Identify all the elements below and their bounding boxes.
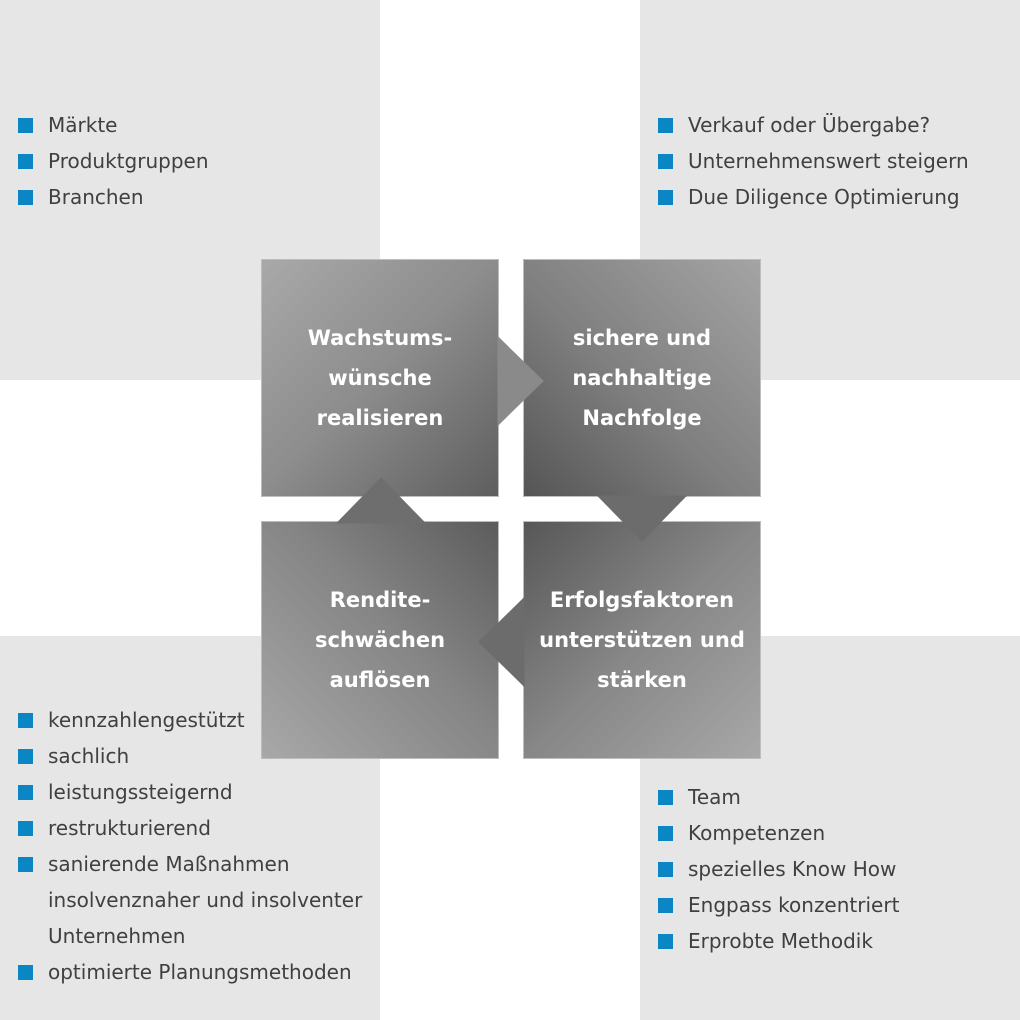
arrow-right-icon	[497, 335, 544, 427]
arrow-left-icon	[478, 596, 525, 688]
list-item: Unternehmenswert steigern	[658, 143, 1008, 179]
cycle-box-label: Erfolgsfaktoren unterstützen und stärken	[539, 588, 745, 692]
cycle-box-growth: Wachstums- wünsche realisieren	[261, 259, 499, 497]
cycle-box-label: Wachstums- wünsche realisieren	[307, 326, 453, 430]
list-item: Team	[658, 779, 1008, 815]
list-item: sanierende Maßnahmen insolvenznaher und …	[18, 846, 378, 954]
cycle-box-succession: sichere und nachhaltige Nachfolge	[523, 259, 761, 497]
list-item: Engpass konzentriert	[658, 887, 1008, 923]
list-item: Branchen	[18, 179, 368, 215]
cycle-box-label: sichere und nachhaltige Nachfolge	[572, 326, 712, 430]
arrow-down-icon	[596, 495, 688, 542]
arrow-up-icon	[335, 477, 427, 524]
list-item: Märkte	[18, 107, 368, 143]
list-item: restrukturierend	[18, 810, 378, 846]
list-item: optimierte Planungsmethoden	[18, 954, 378, 990]
list-item: kennzahlengestützt	[18, 702, 378, 738]
list-bottom-right: Team Kompetenzen spezielles Know How Eng…	[658, 779, 1008, 959]
list-item: Erprobte Methodik	[658, 923, 1008, 959]
list-top-right: Verkauf oder Übergabe? Unternehmenswert …	[658, 107, 1008, 215]
list-bottom-left: kennzahlengestützt sachlich leistungsste…	[18, 702, 378, 990]
list-item: Kompetenzen	[658, 815, 1008, 851]
cycle-box-label: Rendite- schwächen auflösen	[314, 588, 446, 692]
list-item: sachlich	[18, 738, 378, 774]
list-item: Due Diligence Optimierung	[658, 179, 1008, 215]
cycle-box-profitability: Rendite- schwächen auflösen	[261, 521, 499, 759]
list-item: leistungssteigernd	[18, 774, 378, 810]
list-item: spezielles Know How	[658, 851, 1008, 887]
list-item: Produktgruppen	[18, 143, 368, 179]
list-top-left: Märkte Produktgruppen Branchen	[18, 107, 368, 215]
list-item: Verkauf oder Übergabe?	[658, 107, 1008, 143]
cycle-box-success-factors: Erfolgsfaktoren unterstützen und stärken	[523, 521, 761, 759]
